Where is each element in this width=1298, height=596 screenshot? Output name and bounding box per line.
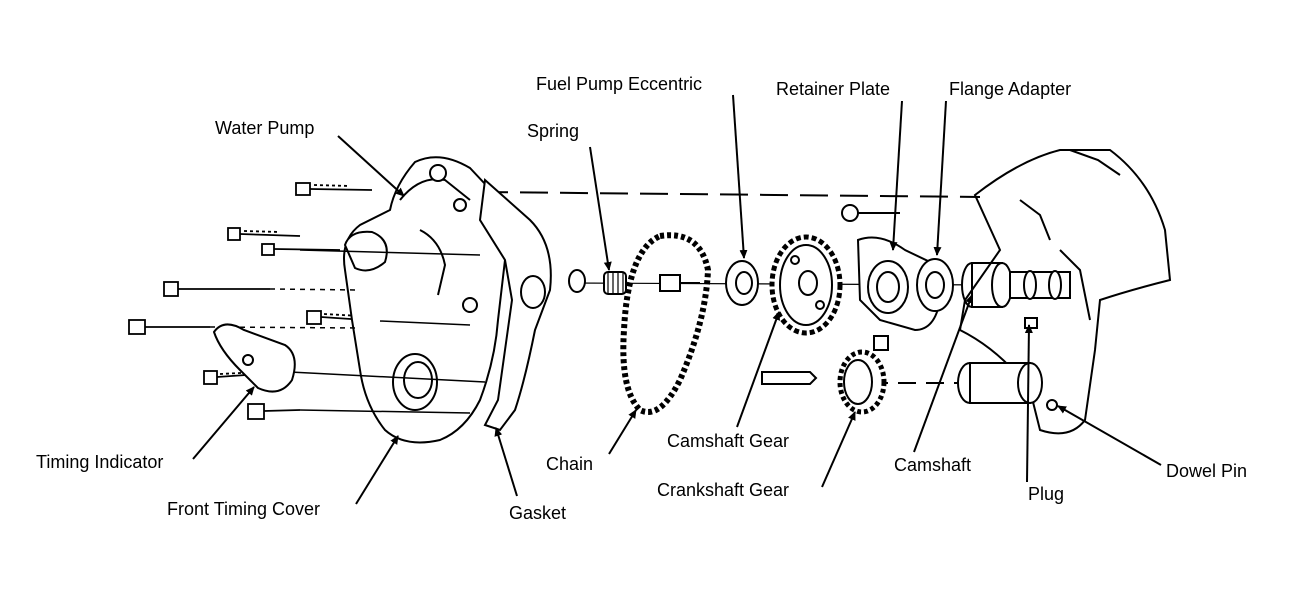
label-chain: Chain	[546, 454, 594, 474]
camshaft-part	[961, 262, 1071, 308]
leader-retainer-plate	[889, 100, 903, 251]
leader-dowel-pin	[1057, 405, 1162, 466]
leader-front-timing-cover	[355, 435, 399, 505]
leader-fuel-pump-eccentric	[732, 94, 748, 259]
bolt-4	[163, 281, 270, 297]
leader-timing-indicator	[192, 386, 255, 460]
fuel-pump-eccentric-part	[725, 260, 759, 306]
leader-chain	[608, 409, 637, 455]
spring-part	[568, 269, 700, 295]
bolt-8	[247, 403, 301, 420]
label-timing-indicator: Timing Indicator	[36, 452, 164, 472]
timing-indicator-part	[212, 323, 296, 393]
engine-block	[841, 149, 1172, 435]
label-gasket: Gasket	[509, 503, 567, 523]
label-spring: Spring	[527, 121, 580, 141]
leader-lines	[192, 94, 1162, 505]
label-crankshaft-gear: Crankshaft Gear	[657, 480, 790, 500]
leader-camshaft-gear	[736, 311, 781, 428]
label-dowel-pin: Dowel Pin	[1166, 461, 1248, 481]
flange-adapter-part	[916, 258, 954, 312]
label-retainer-plate: Retainer Plate	[776, 79, 891, 99]
leader-water-pump	[337, 135, 405, 197]
front-timing-cover	[209, 156, 508, 444]
leader-flange-adapter	[933, 100, 947, 256]
bolt-2	[227, 227, 301, 241]
label-fuel-pump-eccentric: Fuel Pump Eccentric	[536, 74, 703, 94]
leader-plug	[1024, 324, 1033, 483]
leader-spring	[589, 146, 612, 271]
crankshaft-gear-part	[761, 335, 889, 415]
label-flange-adapter: Flange Adapter	[949, 79, 1072, 99]
label-plug: Plug	[1028, 484, 1065, 504]
gasket-part	[478, 177, 552, 432]
leader-gasket	[494, 427, 518, 497]
camshaft-gear-part	[769, 234, 843, 336]
bolt-6	[128, 319, 210, 335]
label-front-timing-cover: Front Timing Cover	[167, 499, 321, 519]
leader-crankshaft-gear	[821, 411, 856, 488]
bolt-1	[295, 182, 373, 196]
label-camshaft: Camshaft	[894, 455, 972, 475]
timing-chain	[620, 232, 712, 415]
leader-camshaft	[913, 294, 973, 453]
label-camshaft-gear: Camshaft Gear	[667, 431, 790, 451]
cover-bolts	[128, 182, 381, 420]
label-water-pump: Water Pump	[215, 118, 315, 138]
